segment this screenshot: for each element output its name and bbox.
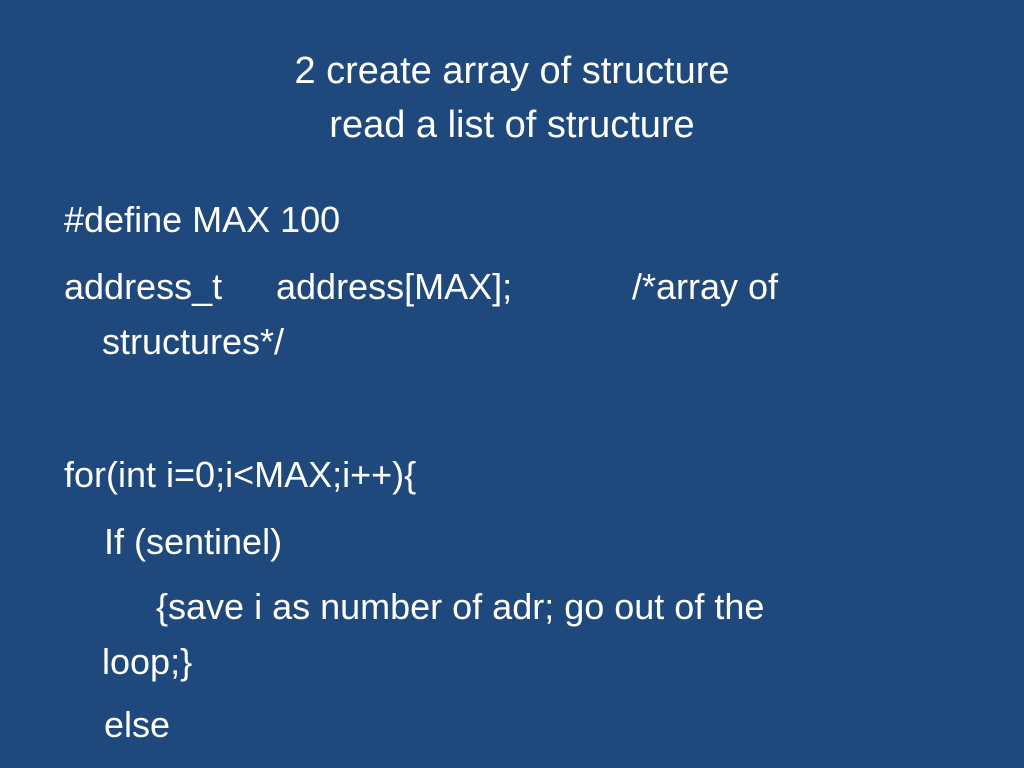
if-line: If (sentinel): [104, 521, 283, 562]
define-line: #define MAX 100: [64, 199, 341, 240]
title-line-2: read a list of structure: [329, 104, 695, 146]
decl-var: address[MAX];: [276, 266, 513, 307]
decl-comment-cont: structures*/: [102, 321, 285, 362]
slide-title: 2 create array of structure read a list …: [0, 44, 1024, 152]
else-line: else: [104, 704, 171, 745]
save-line: {save i as number of adr; go out of the: [156, 586, 765, 627]
save-line-cont: loop;}: [102, 641, 193, 682]
title-line-1: 2 create array of structure: [294, 50, 730, 92]
for-line: for(int i=0;i<MAX;i++){: [64, 454, 417, 495]
decl-type: address_t: [64, 266, 223, 307]
decl-comment: /*array of: [632, 266, 779, 307]
